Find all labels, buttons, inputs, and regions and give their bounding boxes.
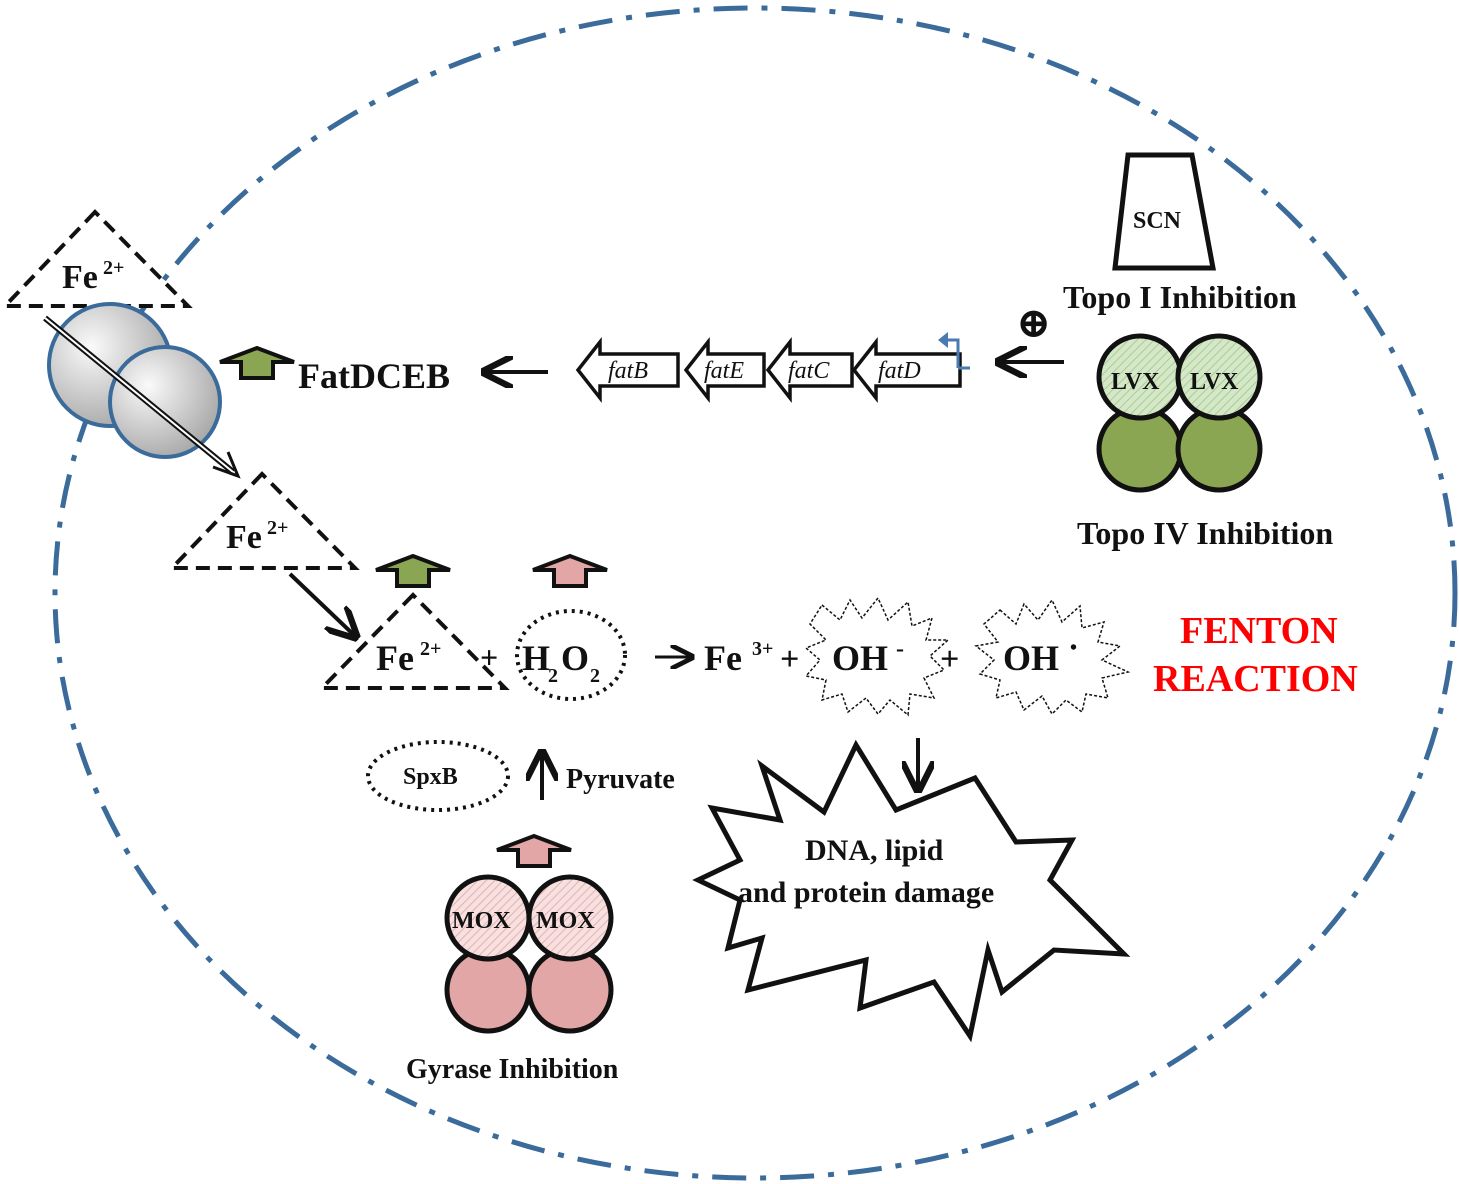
gyrase-complex: MOX MOX <box>444 874 614 1034</box>
fe2-inner-triangle: Fe 2+ <box>167 471 360 570</box>
h2o2-sub-2: 2 <box>590 665 600 687</box>
upregulation-arrow-fatdceb <box>219 345 295 380</box>
h2o2-o: O <box>561 638 589 678</box>
fe2-outer-charge: 2+ <box>103 257 124 279</box>
scn-label: SCN <box>1133 208 1182 234</box>
fat-operon: fatB fatE fatC fatD <box>575 332 970 404</box>
cell-membrane <box>52 5 1458 1181</box>
plus-2: + <box>780 641 799 678</box>
fe2-outer-label: Fe <box>62 259 98 296</box>
oh-minus-label: OH <box>832 638 888 678</box>
plus-1: + <box>480 639 498 675</box>
topo4-label: Topo IV Inhibition <box>1077 515 1333 551</box>
fatdceb-label: FatDCEB <box>298 356 450 396</box>
plus-3: + <box>940 641 959 678</box>
scn-topo1: SCN <box>1112 152 1217 271</box>
upregulation-arrow-fe2 <box>375 553 451 588</box>
fe2-inner-charge: 2+ <box>267 517 288 539</box>
topo4-complex: LVX LVX <box>1096 333 1263 493</box>
fe2-reaction-label: Fe <box>376 638 414 678</box>
gyrase-label: Gyrase Inhibition <box>406 1054 619 1085</box>
promoter-arrowhead <box>938 332 948 348</box>
upregulation-arrow-h2o2 <box>532 553 608 588</box>
fe2-outer-triangle: Fe 2+ <box>0 209 193 308</box>
spxb-label: SpxB <box>403 764 458 790</box>
damage-line2: and protein damage <box>738 876 994 909</box>
oh-radical-label: OH <box>1003 638 1059 678</box>
gene-fatE: fatE <box>704 358 744 384</box>
gene-fatB: fatB <box>608 358 648 384</box>
topo1-label: Topo I Inhibition <box>1063 279 1297 315</box>
mox-label-1: MOX <box>452 908 511 934</box>
upregulation-arrow-gyrase <box>496 833 572 868</box>
hydroxyl-radical-burst: OH • <box>974 598 1131 716</box>
h2o2-h: H <box>522 638 550 678</box>
fe3-charge: 3+ <box>752 638 773 660</box>
mox-label-2: MOX <box>536 908 595 934</box>
iron-import-arrow <box>43 315 241 479</box>
fenton-title-line2: REACTION <box>1153 658 1358 700</box>
fe2-transfer-arrow <box>288 572 356 637</box>
damage-line1: DNA, lipid <box>805 834 944 867</box>
spxb-enzyme: SpxB <box>366 740 510 812</box>
gene-fatD: fatD <box>878 358 921 384</box>
pyruvate-label: Pyruvate <box>566 764 675 795</box>
positive-regulation-icon: ⊕ <box>1016 301 1051 347</box>
oh-minus-charge: - <box>896 636 904 662</box>
h2o2-molecule: H 2 O 2 <box>515 609 627 701</box>
h2o2-sub-1: 2 <box>548 665 558 687</box>
damage-explosion: DNA, lipid and protein damage <box>692 739 1131 1043</box>
oh-radical-dot: • <box>1070 637 1077 659</box>
lvx-label-2: LVX <box>1190 369 1239 395</box>
fe2-reaction-triangle: Fe 2+ <box>317 592 510 690</box>
fe2-inner-label: Fe <box>226 519 262 556</box>
fatdceb-transporter <box>47 302 222 459</box>
hydroxide-burst: OH - <box>804 596 950 717</box>
fe3-label: Fe <box>704 638 742 678</box>
lvx-label-1: LVX <box>1111 369 1160 395</box>
fenton-title-line1: FENTON <box>1180 610 1338 652</box>
gene-fatC: fatC <box>788 358 830 384</box>
fe2-reaction-charge: 2+ <box>420 638 441 660</box>
